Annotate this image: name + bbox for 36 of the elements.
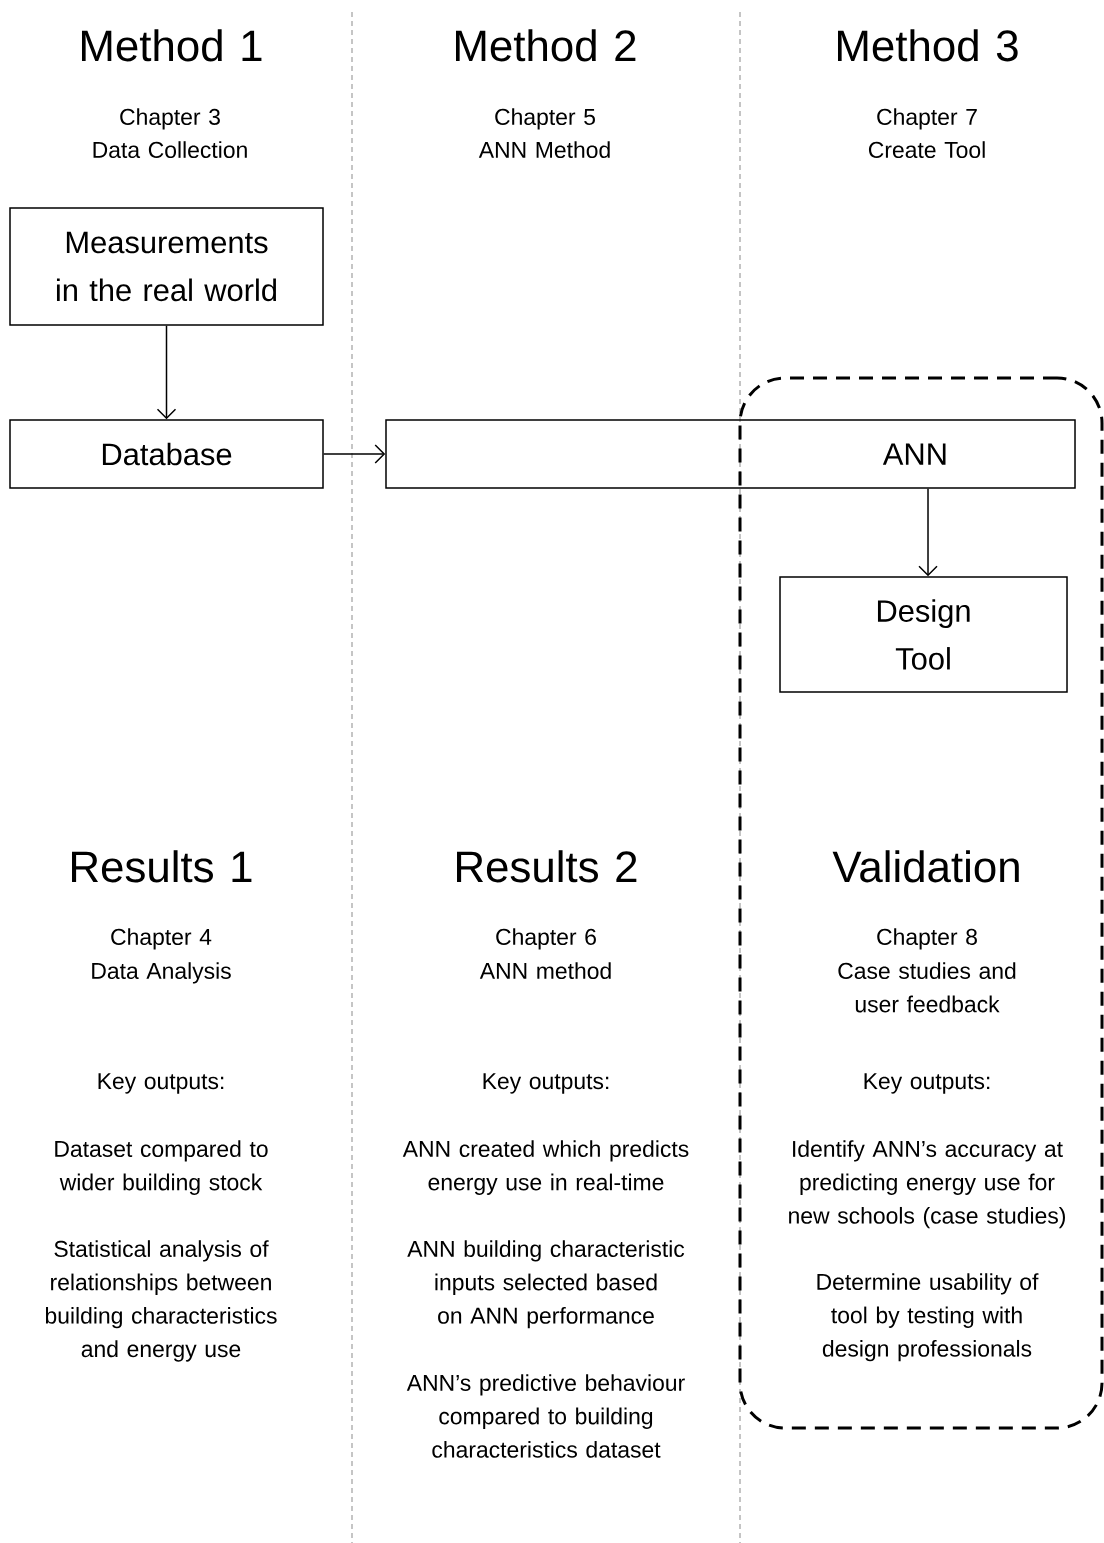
output-text: ANN’s predictive behaviour compared to building characteristics dataset [406, 1374, 685, 1458]
process-box: ANN [385, 419, 1076, 489]
chapter-label: Chapter 7 [877, 108, 977, 130]
arrow [323, 444, 386, 464]
chapter-label: Chapter 5 [495, 108, 595, 130]
chapter-label: Chapter 4 [111, 928, 212, 950]
column-heading: Validation [832, 850, 1019, 883]
column-heading: Method 3 [838, 29, 1018, 62]
chapter-title: Data Analysis [92, 962, 231, 984]
chapter-title: Data Collection [93, 141, 247, 158]
output-text: Determine usability of tool by testing with design professionals [817, 1273, 1039, 1362]
chapter-label: Chapter 6 [496, 928, 596, 950]
chapter-title: Case studies and user feedback [838, 962, 1016, 1013]
column-heading: Method 2 [456, 29, 636, 62]
chapter-title: ANN method [479, 962, 611, 980]
chapter-title: Create Tool [868, 141, 985, 158]
column-heading: Method 1 [82, 29, 262, 62]
section-label: Key outputs: [483, 1073, 609, 1094]
chapter-label: Chapter 3 [120, 108, 220, 130]
arrow [918, 488, 938, 577]
output-text: ANN created which predicts energy use in real-time [402, 1140, 689, 1195]
output-text: Statistical analysis of relationships between building characteristics and energy use [45, 1240, 277, 1362]
section-label: Key outputs: [864, 1073, 990, 1094]
section-label: Key outputs: [98, 1073, 224, 1094]
output-text: Identify ANN’s accuracy at predicting energy use for new schools (case studies) [789, 1140, 1065, 1229]
chapter-label: Chapter 8 [877, 928, 977, 950]
process-box: Design Tool [779, 576, 1068, 693]
column-heading: Results 1 [72, 850, 252, 883]
process-box: Database [9, 419, 324, 489]
output-text: Dataset compared to wider building stock [55, 1140, 268, 1195]
arrow [156, 325, 177, 420]
column-heading: Results 2 [457, 850, 637, 883]
process-box: Measurements in the real world [9, 207, 324, 326]
dashed-boundary [738, 376, 1104, 1430]
output-text: ANN building characteristic inputs selected based on ANN performance [407, 1240, 685, 1329]
chapter-title: ANN Method [478, 141, 610, 158]
